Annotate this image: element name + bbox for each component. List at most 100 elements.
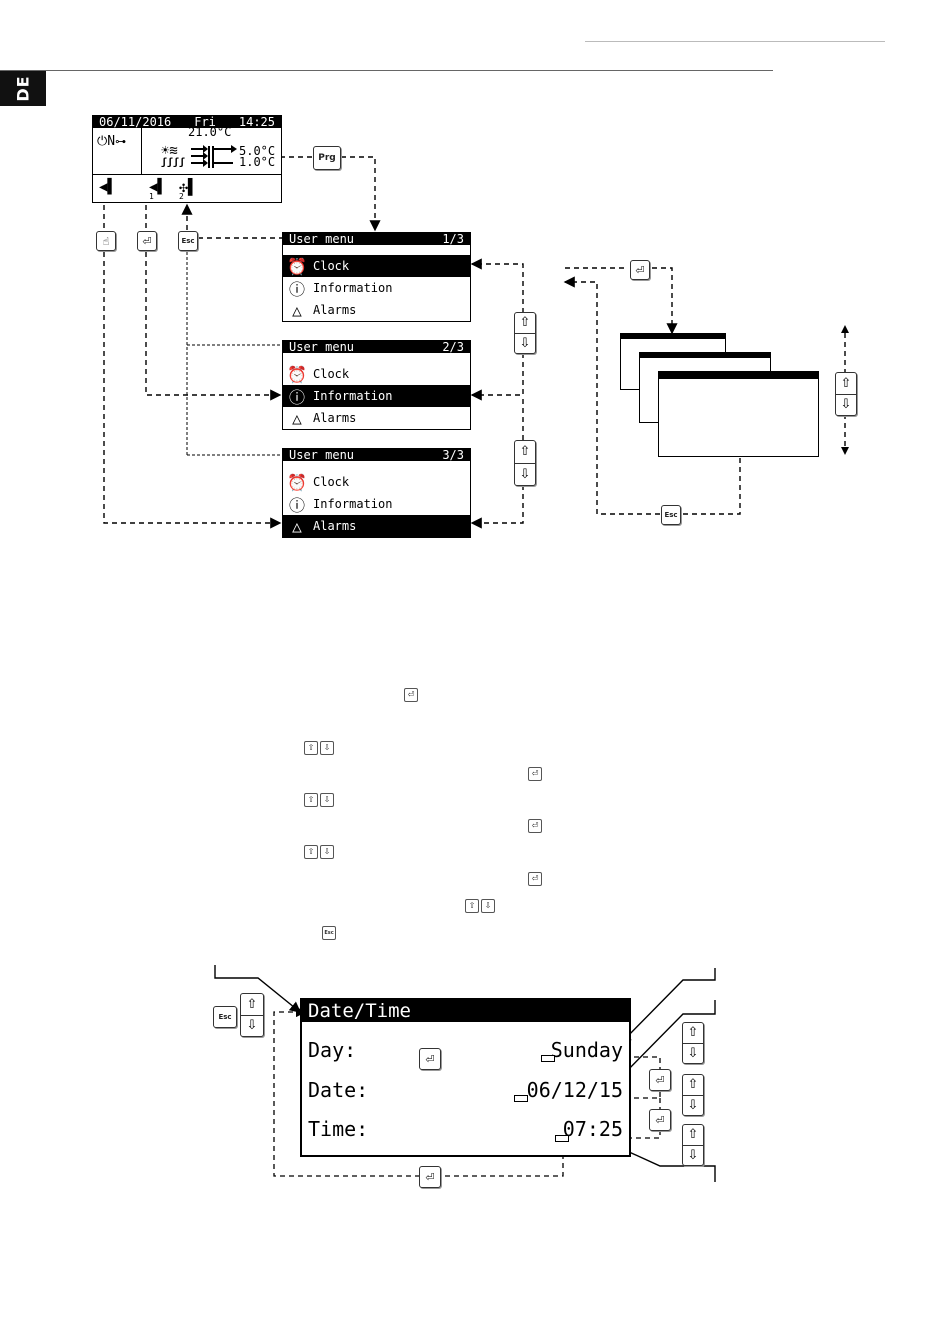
pointer-key[interactable]: ☝	[96, 231, 116, 251]
menu-1-item-information-label: Information	[313, 281, 393, 295]
user-menu-page-1: User menu 1/3 ⏰Clock ⓘ Information △Alarms	[282, 232, 471, 322]
up-arrow-icon[interactable]: ⇧	[683, 1075, 703, 1096]
esc-key[interactable]: Esc	[178, 231, 198, 251]
enter-key[interactable]: ⏎	[137, 231, 157, 251]
date-value[interactable]: 06/12/15	[526, 1078, 623, 1102]
up-arrow-icon[interactable]: ⇧	[836, 373, 856, 395]
enter-icon: ⏎	[404, 687, 418, 702]
up-down-keys-sub[interactable]: ⇧⇩	[835, 372, 857, 416]
dt-up-down-time[interactable]: ⇧⇩	[682, 1124, 704, 1166]
down-icon: ⇩	[320, 844, 334, 859]
up-icon: ⇧	[304, 844, 318, 859]
instr-updown-3: ⇧⇩	[304, 839, 336, 859]
status-divider	[93, 174, 281, 175]
date-cursor	[514, 1095, 528, 1102]
time-value[interactable]: 07:25	[562, 1117, 623, 1141]
menu-3-item-alarms[interactable]: △ Alarms	[283, 515, 470, 537]
down-arrow-icon[interactable]: ⇩	[687, 1045, 699, 1061]
instr-esc: Esc	[322, 919, 338, 940]
info-icon: ⓘ	[288, 280, 305, 299]
instr-enter-3: ⏎	[528, 813, 544, 833]
day-label: Day:	[308, 1038, 357, 1062]
menu-3-item-clock[interactable]: ⏰ Clock	[283, 471, 470, 493]
down-arrow-icon[interactable]: ⇩	[519, 466, 531, 482]
enter-icon: ⏎	[528, 766, 542, 781]
dt-enter-key-4[interactable]: ⏎	[419, 1166, 441, 1188]
up-icon: ⇧	[304, 740, 318, 755]
instr-enter-4: ⏎	[528, 866, 544, 886]
menu-3-page: 3/3	[442, 448, 464, 462]
menu-1-item-clock[interactable]: ⏰Clock	[283, 255, 470, 277]
menu-2-title: User menu	[289, 340, 355, 354]
enter-key-sub[interactable]: ⏎	[630, 260, 650, 280]
time-label: Time:	[308, 1117, 369, 1141]
bell-icon: △	[292, 516, 302, 536]
header-rule-top	[585, 41, 885, 42]
main-temperature: 21.0°C	[188, 125, 232, 139]
info-icon: ⓘ	[288, 496, 305, 515]
dt-up-down-date[interactable]: ⇧⇩	[682, 1074, 704, 1116]
enter-icon: ⏎	[528, 818, 542, 833]
down-icon: ⇩	[481, 898, 495, 913]
menu-2-item-clock[interactable]: ⏰Clock	[283, 363, 470, 385]
day-value[interactable]: Sunday	[550, 1038, 623, 1062]
esc-key-sub[interactable]: Esc	[661, 505, 681, 525]
menu-3-item-information[interactable]: ⓘ Information	[283, 493, 470, 515]
flow-connectors	[103, 156, 849, 529]
dt-up-down-day[interactable]: ⇧⇩	[682, 1022, 704, 1064]
menu-3-item-clock-label: Clock	[313, 475, 350, 489]
menu-2-item-alarms-label: Alarms	[313, 411, 357, 425]
up-arrow-icon[interactable]: ⇧	[683, 1023, 703, 1044]
menu-3-item-information-label: Information	[313, 497, 393, 511]
menu-1-page: 1/3	[442, 232, 464, 246]
date-time-screen: Date/Time Day: Sunday Date: 06/12/15 Tim…	[300, 998, 631, 1157]
up-down-keys-1[interactable]: ⇧⇩	[514, 312, 536, 354]
dt-up-down-keys-left[interactable]: ⇧⇩	[240, 993, 264, 1037]
instr-updown-2: ⇧⇩	[304, 787, 336, 807]
time-cursor	[555, 1135, 569, 1142]
bell-icon: △	[292, 408, 302, 428]
esc-icon: Esc	[322, 926, 336, 940]
up-down-keys-2[interactable]: ⇧⇩	[514, 440, 536, 486]
up-arrow-icon[interactable]: ⇧	[241, 994, 263, 1016]
prg-key[interactable]: Prg	[313, 146, 341, 170]
up-arrow-icon[interactable]: ⇧	[515, 313, 535, 334]
instr-enter-2: ⏎	[528, 761, 544, 781]
main-status-screen: 06/11/2016 Fri 14:25 ⏻N⊶ 21.0°C ☀≋ ʃʃʃʃ …	[92, 115, 282, 203]
down-icon: ⇩	[320, 740, 334, 755]
outlet-temp-2: 1.0°C	[239, 155, 276, 169]
outlet-temp-1: 5.0°C	[239, 144, 276, 158]
menu-3-title-bar: User menu 3/3	[283, 449, 470, 461]
dt-enter-key-2[interactable]: ⏎	[649, 1069, 671, 1091]
menu-3-title: User menu	[289, 448, 355, 462]
up-arrow-icon[interactable]: ⇧	[515, 441, 535, 464]
dt-enter-key-3[interactable]: ⏎	[649, 1109, 671, 1131]
alarm-clock-icon: ⏰	[287, 256, 307, 276]
fan-2-label: 2	[179, 192, 184, 201]
enter-icon: ⏎	[528, 871, 542, 886]
down-arrow-icon[interactable]: ⇩	[519, 335, 531, 351]
menu-1-item-alarms[interactable]: △Alarms	[283, 299, 470, 321]
dt-esc-key[interactable]: Esc	[213, 1006, 237, 1028]
down-arrow-icon[interactable]: ⇩	[687, 1097, 699, 1113]
down-arrow-icon[interactable]: ⇩	[246, 1018, 258, 1034]
down-arrow-icon[interactable]: ⇩	[687, 1147, 699, 1163]
menu-3-item-alarms-label: Alarms	[313, 519, 357, 533]
down-arrow-icon[interactable]: ⇩	[840, 397, 852, 413]
alarm-clock-icon: ⏰	[287, 472, 307, 492]
menu-1-title-bar: User menu 1/3	[283, 233, 470, 245]
compressor-icon: ◀▌	[99, 179, 116, 195]
dt-enter-key-1[interactable]: ⏎	[419, 1048, 441, 1070]
menu-1-item-alarms-label: Alarms	[313, 303, 357, 317]
up-arrow-icon[interactable]: ⇧	[683, 1125, 703, 1146]
menu-1-title: User menu	[289, 232, 355, 246]
menu-2-item-alarms[interactable]: △ Alarms	[283, 407, 470, 429]
day-cursor	[541, 1055, 555, 1062]
unit-status-panel: ⏻N⊶	[93, 128, 142, 174]
fan-icon: ✣▌	[179, 178, 198, 196]
on-label: N	[107, 134, 116, 149]
menu-1-item-information[interactable]: ⓘ Information	[283, 277, 470, 299]
